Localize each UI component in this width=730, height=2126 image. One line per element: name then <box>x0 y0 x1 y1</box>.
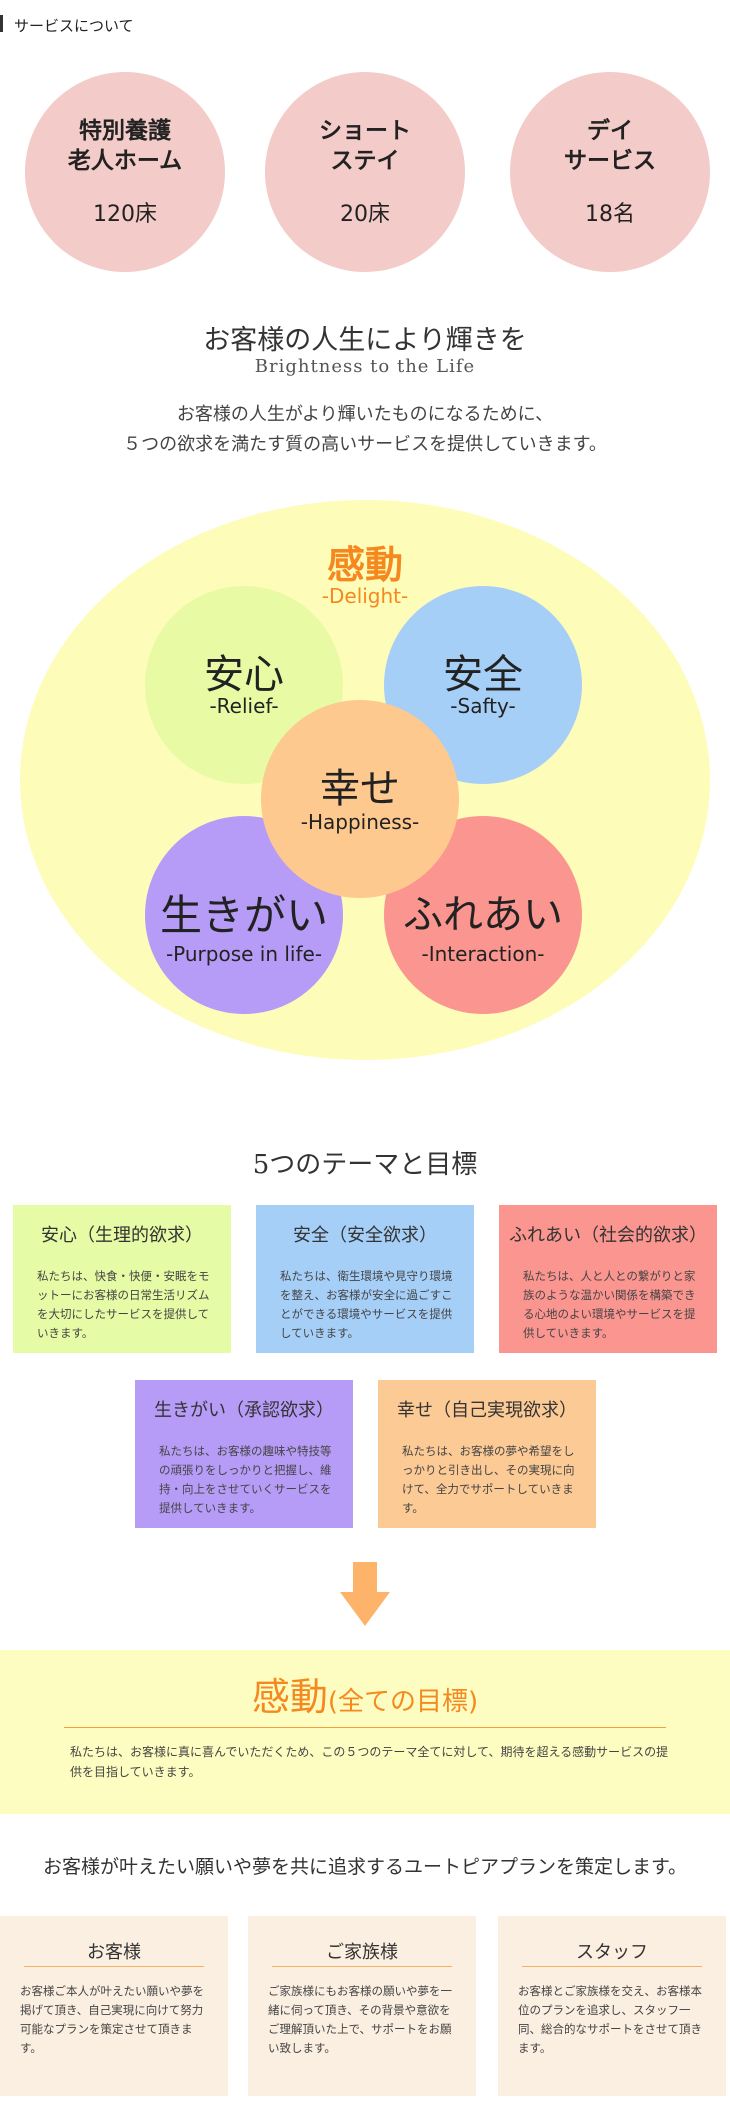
theme-card-title: 安全（安全欲求） <box>293 1225 437 1246</box>
petal-interaction: ふれあい -Interaction- <box>384 816 582 1014</box>
theme-card-title: 安心（生理的欲求） <box>41 1225 203 1246</box>
goal-title: 感動(全ての目標) <box>251 1675 479 1719</box>
stat-value: 120床 <box>93 202 157 227</box>
themes-title: 5つのテーマと目標 <box>252 1150 478 1180</box>
heading-en: Brightness to the Life <box>254 356 476 377</box>
goal-divider <box>64 1727 666 1728</box>
stat-circle-short-stay: ショートステイ 20床 <box>265 72 465 272</box>
theme-card-body: 私たちは、お客様の趣味や特技等の頑張りをしっかりと把握し、維持・向上をさせていく… <box>159 1444 332 1515</box>
stat-value: 18名 <box>585 202 635 227</box>
plan-card-title: お客様 <box>87 1942 141 1963</box>
plan-card-title: スタッフ <box>576 1942 648 1963</box>
theme-card-body: 私たちは、人と人との繋がりと家族のような温かい関係を構築できる心地のよい環境やサ… <box>523 1269 696 1340</box>
plan-card-family: ご家族様 ご家族様にもお客様の願いや夢を一緒に伺って頂き、その背景や意欲をご理解… <box>248 1916 476 2096</box>
theme-card-body: 私たちは、お客様の夢や希望をしっかりと引き出し、その実現に向けて、全力でサポート… <box>402 1444 575 1515</box>
theme-card-body: 私たちは、衛生環境や見守り環境を整え、お客様が安全に過ごすことができる環境やサー… <box>280 1269 453 1340</box>
theme-card-happiness: 幸せ（自己実現欲求） 私たちは、お客様の夢や希望をしっかりと引き出し、その実現に… <box>378 1380 596 1528</box>
plan-title: お客様が叶えたい願いや夢を共に追求するユートピアプランを策定します。 <box>42 1856 688 1878</box>
plan-card-body: お客様ご本人が叶えたい願いや夢を掲げて頂き、自己実現に向けて努力可能なプランを策… <box>20 1984 204 2055</box>
section-header-bar <box>0 15 3 32</box>
section-header: サービスについて <box>0 12 730 35</box>
plan-card-body: ご家族様にもお客様の願いや夢を一緒に伺って頂き、その背景や意欲をご理解頂いた上で… <box>268 1984 452 2055</box>
petal-happiness: 幸せ -Happiness- <box>261 700 459 898</box>
stat-circle-tokuyo: 特別養護老人ホーム 120床 <box>25 72 225 272</box>
goal-box: 感動(全ての目標) 私たちは、お客様に真に喜んでいただくため、この５つのテーマ全… <box>0 1650 730 1814</box>
section-header-label: サービスについて <box>14 17 134 35</box>
stat-name: 特別養護老人ホーム <box>67 118 183 174</box>
heading-jp: お客様の人生により輝きを <box>203 325 527 356</box>
theme-card-safty: 安全（安全欲求） 私たちは、衛生環境や見守り環境を整え、お客様が安全に過ごすこと… <box>256 1205 474 1353</box>
plan-card-body: お客様とご家族様を交え、お客様本位のプランを追求し、スタッフ一同、総合的なサポー… <box>518 1984 702 2055</box>
stat-circle-day-service: デイサービス 18名 <box>510 72 710 272</box>
theme-card-interaction: ふれあい（社会的欲求） 私たちは、人と人との繋がりと家族のような温かい関係を構築… <box>499 1205 717 1353</box>
theme-card-body: 私たちは、快食・快便・安眠をモットーにお客様の日常生活リズムを大切にしたサービス… <box>37 1269 210 1340</box>
plan-card-staff: スタッフ お客様とご家族様を交え、お客様本位のプランを追求し、スタッフ一同、総合… <box>498 1916 726 2096</box>
theme-card-title: ふれあい（社会的欲求） <box>509 1225 707 1246</box>
theme-card-title: 幸せ（自己実現欲求） <box>397 1400 577 1421</box>
stat-name: デイサービス <box>564 118 656 174</box>
five-needs-diagram: 感動 -Delight- 安心 -Relief- 安全 -Safty- 生きがい… <box>20 500 710 1060</box>
plan-card-divider <box>24 1966 204 1967</box>
theme-card-relief: 安心（生理的欲求） 私たちは、快食・快便・安眠をモットーにお客様の日常生活リズム… <box>13 1205 231 1353</box>
plan-card-title: ご家族様 <box>326 1942 398 1963</box>
plan-card-customer: お客様 お客様ご本人が叶えたい願いや夢を掲げて頂き、自己実現に向けて努力可能なプ… <box>0 1916 228 2096</box>
arrow-down-icon <box>340 1562 390 1626</box>
plan-card-divider <box>522 1966 702 1967</box>
plan-card-divider <box>272 1966 452 1967</box>
stat-name: ショートステイ <box>319 118 411 174</box>
stat-value: 20床 <box>340 202 390 227</box>
goal-body: 私たちは、お客様に真に喜んでいただくため、この５つのテーマ全てに対して、期待を超… <box>70 1745 669 1779</box>
theme-card-title: 生きがい（承認欲求） <box>154 1400 334 1421</box>
theme-card-purpose: 生きがい（承認欲求） 私たちは、お客様の趣味や特技等の頑張りをしっかりと把握し、… <box>135 1380 353 1528</box>
intro-text: お客様の人生がより輝いたものになるために、 ５つの欲求を満たす質の高いサービスを… <box>123 404 607 455</box>
